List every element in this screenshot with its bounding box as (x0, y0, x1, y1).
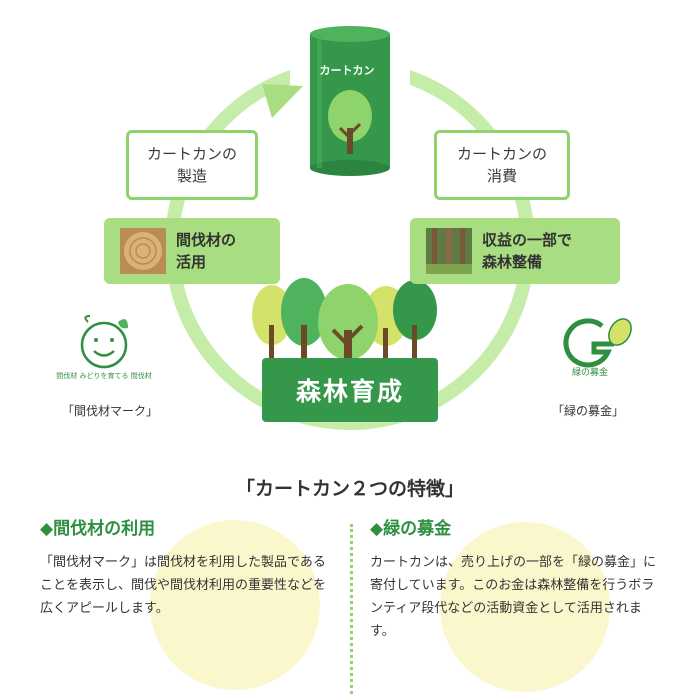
box-thinned-wood-label: 間伐材の 活用 (176, 231, 237, 271)
cartocan-can (310, 26, 390, 176)
left-highlight-blob (150, 520, 320, 690)
forest-photo-icon (426, 228, 472, 274)
can-label: カートカン (319, 64, 375, 77)
feature-left-body: 「間伐材マーク」は間伐材を利用した製品であることを表示し、間伐や間伐材利用の重要… (40, 555, 327, 616)
mark-left-ring-text: 間伐材 みどりを育てる 間伐材 (56, 371, 151, 380)
mark-right-caption: 「緑の募金」 (551, 404, 624, 418)
feature-right: ◆緑の募金 カートカンは、売り上げの一部を「緑の募金」に寄付しています。このお金… (370, 514, 660, 643)
box-thinned-wood: 間伐材の 活用 (104, 218, 280, 284)
cycle-ring: 間伐材 みどりを育てる 間伐材 緑の募金 (56, 26, 632, 430)
feature-right-body: カートカンは、売り上げの一部を「緑の募金」に寄付しています。このお金は森林整備を… (370, 555, 657, 639)
log-photo-icon (120, 228, 166, 274)
mark-left-caption: 「間伐材マーク」 (61, 404, 158, 418)
forest-trees-icon (252, 278, 437, 365)
features-title: 「カートカン２つの特徴」 (235, 478, 464, 500)
box-consumption: カートカンの 消費 (434, 130, 570, 200)
features-divider (350, 524, 353, 694)
feature-right-heading: ◆緑の募金 (370, 519, 452, 539)
box-revenue-label: 収益の一部で 森林整備 (482, 231, 573, 271)
thinned-wood-mark-icon: 間伐材 みどりを育てる 間伐材 (56, 315, 152, 380)
features-section: 「カートカン２つの特徴」 ◆間伐材の利用 「間伐材マーク」は間伐材を利用した製品… (0, 440, 700, 700)
cycle-diagram: 間伐材 みどりを育てる 間伐材 緑の募金 カートカン カートカンの 製造 カート… (56, 26, 632, 430)
box-manufacture: カートカンの 製造 (126, 130, 258, 200)
box-revenue: 収益の一部で 森林整備 (410, 218, 620, 284)
mark-right-text: 緑の募金 (572, 366, 608, 378)
feature-left: ◆間伐材の利用 「間伐材マーク」は間伐材を利用した製品であることを表示し、間伐や… (40, 514, 330, 620)
forest-label: 森林育成 (262, 358, 438, 422)
right-highlight-blob (440, 522, 610, 692)
cycle-arrow-head (262, 84, 303, 118)
green-fund-mark-icon: 緑の募金 (563, 318, 632, 378)
feature-left-heading: ◆間伐材の利用 (40, 519, 156, 539)
